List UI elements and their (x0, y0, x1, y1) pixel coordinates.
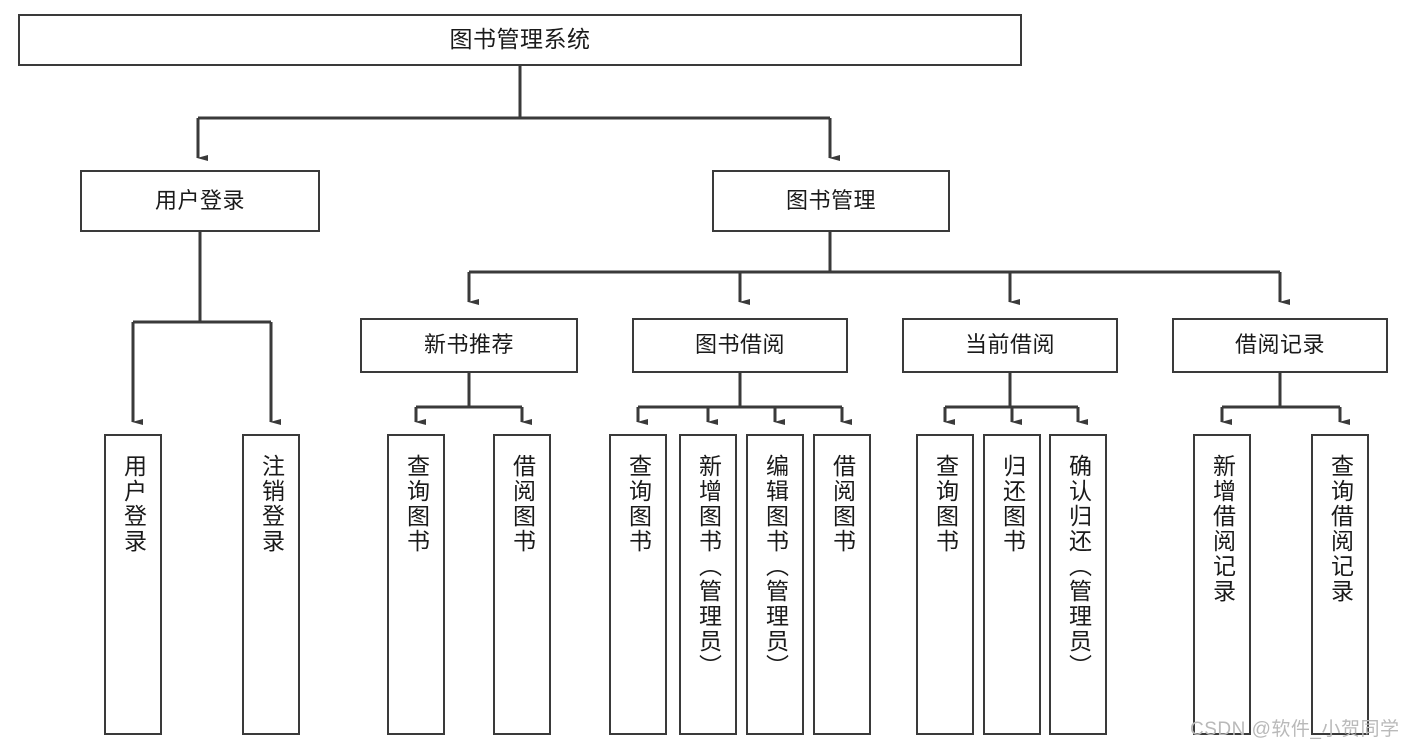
node-leaf-borrow-book-2[interactable]: 借阅图书 (813, 434, 871, 735)
node-label: 新增图书（管理员） (695, 454, 722, 679)
node-leaf-user-login[interactable]: 用户登录 (104, 434, 162, 735)
node-label: 注销登录 (258, 454, 285, 554)
node-leaf-borrow-book-1[interactable]: 借阅图书 (493, 434, 551, 735)
node-leaf-query-record[interactable]: 查询借阅记录 (1311, 434, 1369, 735)
node-leaf-query-book-3[interactable]: 查询图书 (916, 434, 974, 735)
node-label: 用户登录 (120, 454, 147, 554)
node-label: 查询图书 (625, 454, 652, 554)
node-leaf-return-book[interactable]: 归还图书 (983, 434, 1041, 735)
node-new-book-recommend[interactable]: 新书推荐 (360, 318, 578, 373)
node-leaf-query-book-2[interactable]: 查询图书 (609, 434, 667, 735)
node-book-management[interactable]: 图书管理 (712, 170, 950, 232)
node-label: 用户登录 (154, 187, 245, 213)
node-leaf-logout[interactable]: 注销登录 (242, 434, 300, 735)
node-label: 归还图书 (999, 454, 1026, 554)
node-label: 查询借阅记录 (1327, 454, 1354, 604)
node-borrow-record[interactable]: 借阅记录 (1172, 318, 1388, 373)
node-label: 编辑图书（管理员） (762, 454, 789, 679)
node-label: 确认归还（管理员） (1065, 454, 1092, 679)
node-leaf-edit-book[interactable]: 编辑图书（管理员） (746, 434, 804, 735)
node-label: 当前借阅 (964, 332, 1055, 358)
node-leaf-add-record[interactable]: 新增借阅记录 (1193, 434, 1251, 735)
node-label: 查询图书 (403, 454, 430, 554)
node-label: 查询图书 (932, 454, 959, 554)
node-label: 图书管理系统 (449, 26, 591, 53)
node-leaf-query-book-1[interactable]: 查询图书 (387, 434, 445, 735)
node-label: 图书管理 (785, 187, 876, 213)
node-leaf-confirm-return[interactable]: 确认归还（管理员） (1049, 434, 1107, 735)
node-book-borrow[interactable]: 图书借阅 (632, 318, 848, 373)
node-user-login[interactable]: 用户登录 (80, 170, 320, 232)
node-label: 借阅图书 (509, 454, 536, 554)
node-current-borrow[interactable]: 当前借阅 (902, 318, 1118, 373)
node-label: 借阅记录 (1234, 332, 1325, 358)
csdn-watermark: CSDN @软件_小贺同学 (1190, 719, 1400, 740)
node-label: 图书借阅 (694, 332, 785, 358)
node-root-system[interactable]: 图书管理系统 (18, 14, 1022, 66)
node-label: 新增借阅记录 (1209, 454, 1236, 604)
node-leaf-add-book[interactable]: 新增图书（管理员） (679, 434, 737, 735)
node-label: 新书推荐 (423, 332, 514, 358)
node-label: 借阅图书 (829, 454, 856, 554)
